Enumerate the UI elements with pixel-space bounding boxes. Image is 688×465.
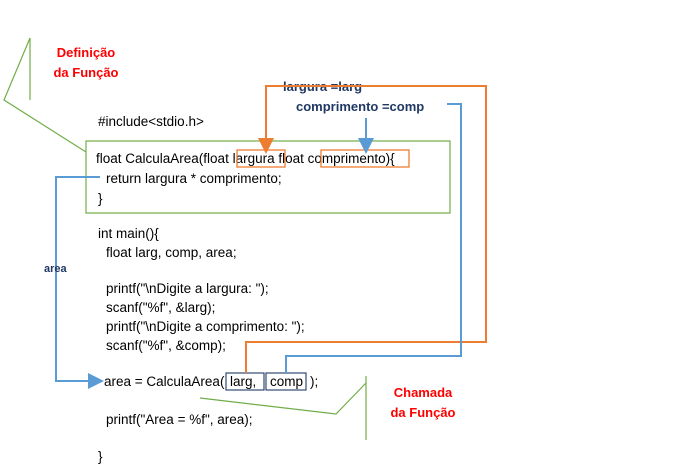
code-func-return: return largura * comprimento; xyxy=(106,171,282,186)
code-include: #include<stdio.h> xyxy=(98,114,204,129)
code-func-sig-pre: float CalculaArea(float xyxy=(96,151,233,166)
code-func-close: } xyxy=(98,191,103,206)
code-scanf-comp: scanf("%f", &comp); xyxy=(106,338,226,353)
code-main-close: } xyxy=(98,449,103,464)
code-printf-area: printf("Area = %f", area); xyxy=(106,412,253,427)
code-call-pre: area = CalculaArea( xyxy=(104,374,225,389)
blue-connector-comp-to-comprimento xyxy=(285,103,462,373)
chamada-label-line1: Chamada xyxy=(394,385,453,400)
code-param-largura: largura xyxy=(233,151,276,166)
area-connector-label: area xyxy=(44,263,68,275)
code-printf-largura: printf("\nDigite a largura: "); xyxy=(106,281,269,296)
code-call: area = CalculaArea( xyxy=(104,374,225,389)
code-param-comprimento: comprimento xyxy=(308,151,386,166)
code-decl: float larg, comp, area; xyxy=(106,245,237,260)
code-call-post: ); xyxy=(310,374,318,389)
chamada-callout: Chamada da Função xyxy=(199,376,456,440)
code-scanf-larg: scanf("%f", &larg); xyxy=(106,300,215,315)
code-func-sig-post: ){ xyxy=(386,151,395,166)
code-call-arg-larg: larg, xyxy=(230,374,256,389)
blue-connector-return-to-area xyxy=(55,176,104,389)
chamada-label-line2: da Função xyxy=(390,405,455,420)
code-func-signature: float CalculaArea(float largura float co… xyxy=(96,151,395,166)
code-func-sig-mid: float xyxy=(275,151,308,166)
comprimento-mapping-label: comprimento =comp xyxy=(296,99,424,114)
definicao-callout: Definição da Função xyxy=(3,37,119,153)
definicao-label-line1: Definição xyxy=(57,45,116,60)
code-main-open: int main(){ xyxy=(98,226,159,241)
orange-connector-larg-to-largura xyxy=(245,85,487,373)
code-printf-comprimento: printf("\nDigite a comprimento: "); xyxy=(106,319,305,334)
chamada-leader-line xyxy=(199,382,367,415)
definicao-label-line2: da Função xyxy=(53,65,118,80)
code-call-arg-comp: comp xyxy=(270,374,303,389)
definicao-leader-line xyxy=(3,37,87,153)
